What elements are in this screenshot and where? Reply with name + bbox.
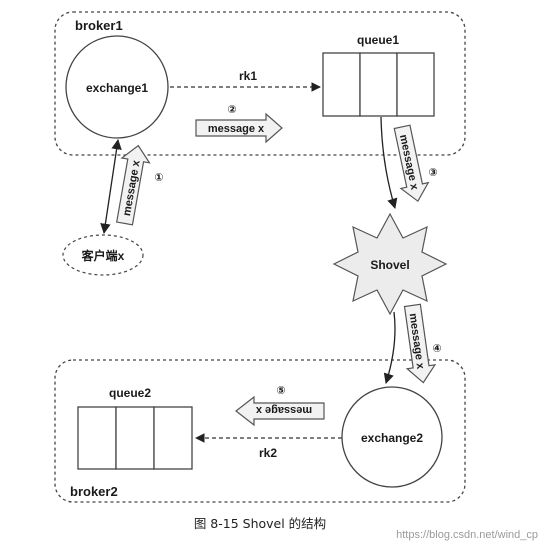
shovel-node xyxy=(332,212,448,316)
shovel-label: Shovel xyxy=(370,258,409,272)
message-arrow-3: message x xyxy=(393,124,430,203)
exchange1-label: exchange1 xyxy=(86,81,148,95)
step-4-label: ④ xyxy=(432,343,441,355)
watermark: https://blog.csdn.net/wind_cp xyxy=(396,529,538,541)
exchange2-label: exchange2 xyxy=(361,431,423,445)
queue1-to-shovel-arrow xyxy=(380,116,398,209)
broker2-label: broker2 xyxy=(70,484,118,499)
step-3-label: ③ xyxy=(428,167,437,179)
message-arrow-5: message x xyxy=(235,395,325,427)
step-2-label: ② xyxy=(227,104,236,116)
client-exchange-link xyxy=(100,138,122,235)
message-arrow-1: message x xyxy=(116,144,151,226)
message-arrow-2 xyxy=(195,112,283,144)
step-1-label: ① xyxy=(154,172,163,184)
exchange1-node xyxy=(65,35,169,139)
queue1-box xyxy=(322,52,435,117)
figure-caption: 图 8-15 Shovel 的结构 xyxy=(194,516,326,531)
queue2-box xyxy=(77,406,193,470)
svg-text:message x: message x xyxy=(255,404,312,416)
rk2-label: rk2 xyxy=(259,446,277,460)
client-label: 客户端x xyxy=(81,248,125,263)
message-arrow-4: message x xyxy=(403,303,437,384)
shovel-to-exchange2-arrow xyxy=(383,311,396,384)
client-node xyxy=(62,234,144,276)
message-text-2: message x xyxy=(208,123,265,135)
broker2-box xyxy=(54,359,466,503)
queue1-label: queue1 xyxy=(357,33,399,47)
broker1-label: broker1 xyxy=(75,18,123,33)
rk1-label: rk1 xyxy=(239,69,257,83)
broker1-box xyxy=(54,11,466,156)
exchange2-node xyxy=(341,386,443,488)
queue2-label: queue2 xyxy=(109,386,151,400)
step-5-label: ⑤ xyxy=(276,385,285,397)
